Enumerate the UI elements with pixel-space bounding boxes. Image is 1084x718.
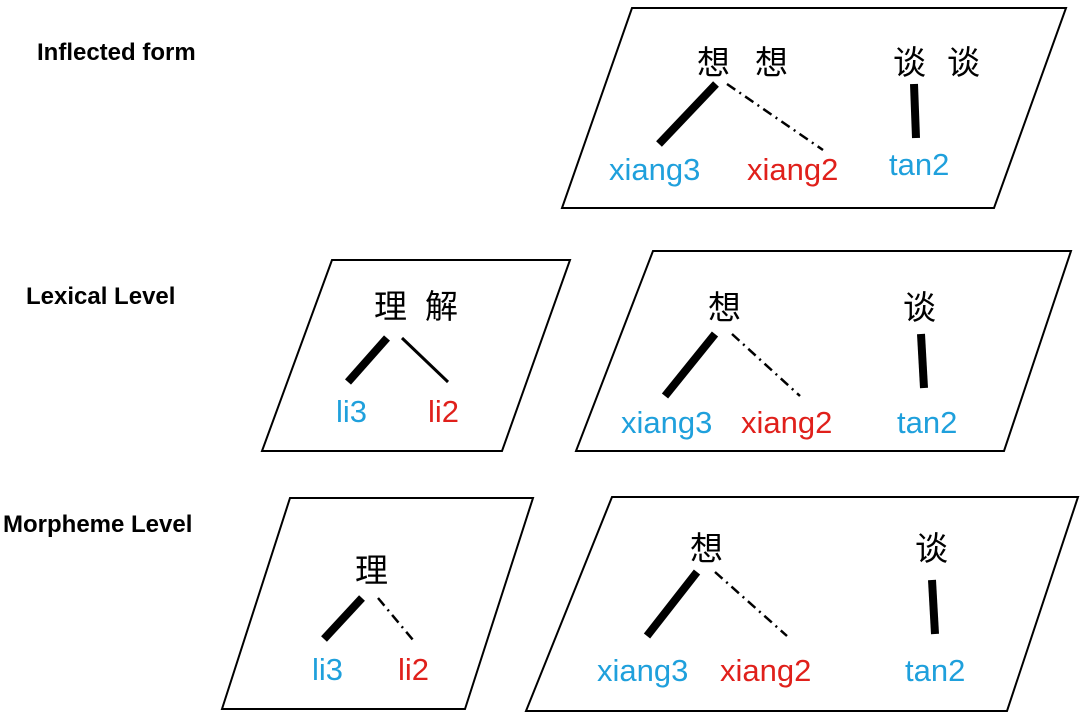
lexical-right-char-2: 谈 [903, 288, 936, 327]
lexical-reading-li2: li2 [428, 394, 459, 429]
lexical-link-xiang2 [731, 333, 801, 397]
inflected-panel [560, 7, 1068, 209]
morpheme-level-label: Morpheme Level [3, 511, 192, 538]
lexical-reading-tan2: tan2 [897, 405, 957, 440]
morpheme-link-xiang3 [643, 569, 701, 639]
lexical-link-tan2 [917, 333, 928, 389]
inflected-char-2: 想 [755, 43, 788, 82]
inflected-link-xiang2 [726, 82, 824, 152]
morpheme-reading-tan2: tan2 [905, 653, 965, 688]
inflected-char-1: 想 [697, 43, 730, 82]
morpheme-reading-li2: li2 [398, 652, 429, 687]
inflected-char-3: 谈 [893, 43, 926, 82]
morpheme-link-tan2 [928, 579, 939, 635]
lexical-reading-xiang2: xiang2 [741, 405, 832, 440]
lexical-reading-li3: li3 [336, 394, 367, 429]
morpheme-right-panel [524, 496, 1080, 712]
inflected-reading-xiang2: xiang2 [747, 152, 838, 187]
morpheme-reading-xiang2: xiang2 [720, 653, 811, 688]
lexical-reading-xiang3: xiang3 [621, 405, 712, 440]
lexical-link-li3 [345, 335, 390, 385]
inflected-reading-tan2: tan2 [889, 147, 949, 182]
inflected-char-4: 谈 [947, 43, 980, 82]
morpheme-left-char-1: 理 [355, 551, 388, 590]
morpheme-left-panel [220, 497, 535, 710]
lexical-link-xiang3 [661, 331, 719, 399]
inflected-link-tan2 [910, 83, 920, 139]
inflected-link-xiang3 [656, 81, 719, 147]
lexical-link-li2 [400, 336, 450, 384]
morpheme-right-char-2: 谈 [915, 529, 948, 568]
lexical-left-char-2: 解 [425, 287, 458, 326]
lexical-left-char-1: 理 [374, 287, 407, 326]
lexical-right-panel [574, 250, 1073, 452]
lexical-level-label: Lexical Level [26, 283, 175, 310]
morpheme-link-xiang2 [714, 571, 788, 637]
morpheme-right-char-1: 想 [690, 529, 723, 568]
lexical-right-char-1: 想 [708, 288, 741, 327]
morpheme-reading-xiang3: xiang3 [597, 653, 688, 688]
morpheme-link-li3 [321, 595, 365, 642]
inflected-reading-xiang3: xiang3 [609, 152, 700, 187]
morpheme-link-li2 [377, 597, 414, 641]
inflected-form-label: Inflected form [37, 39, 196, 66]
lexical-left-panel [260, 259, 572, 452]
morpheme-reading-li3: li3 [312, 652, 343, 687]
